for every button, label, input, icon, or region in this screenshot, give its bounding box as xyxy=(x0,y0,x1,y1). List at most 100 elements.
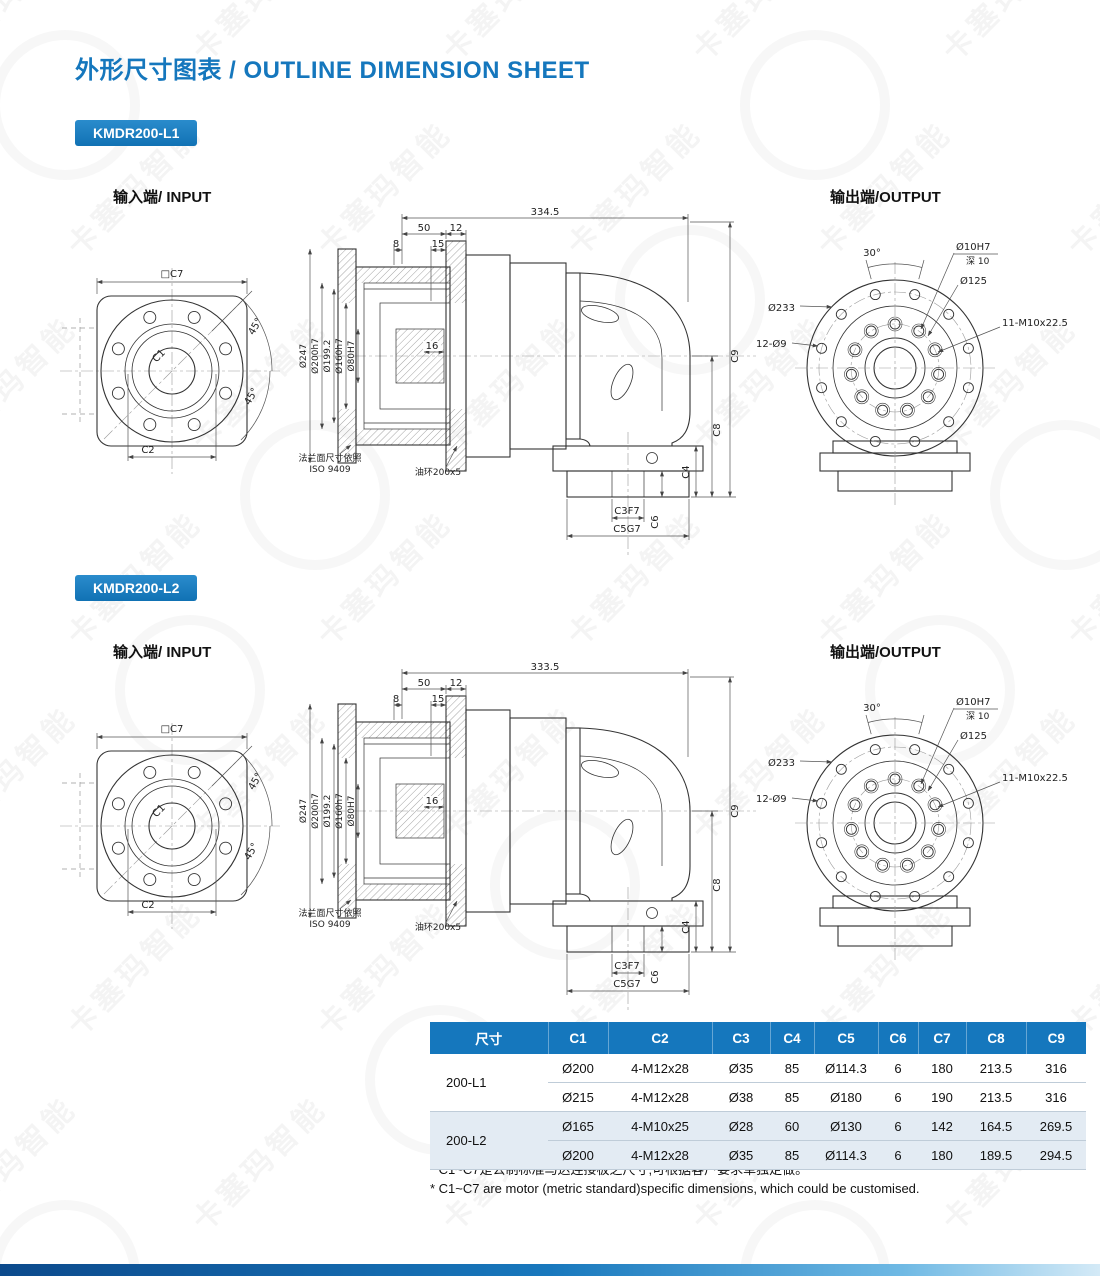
input-view-drawing: □C7 45° 45° C1 C2 xyxy=(60,268,280,474)
dim-label-dia247: Ø247 xyxy=(298,344,309,368)
input-side-label: 输入端/ INPUT xyxy=(113,189,212,206)
output-outer-holes xyxy=(816,744,974,902)
model-section: KMDR200-L2 输入端/ INPUT 输出端/OUTPUT xyxy=(0,575,1100,1045)
table-cell: 180 xyxy=(918,1140,966,1170)
dim-label-15: 15 xyxy=(432,239,445,250)
dim-label-dia200: Ø200h7 xyxy=(310,338,321,374)
dim-label-dia233: Ø233 xyxy=(768,302,795,314)
output-tapped-holes-threads xyxy=(844,316,946,418)
dim-label-c9: C9 xyxy=(730,349,741,362)
technical-drawing: □C7 45° 45° C1 C2 xyxy=(60,207,1068,558)
dim-label-c2: C2 xyxy=(141,445,154,456)
table-cell: Ø38 xyxy=(712,1082,770,1112)
table-cell: 6 xyxy=(878,1054,918,1083)
table-cell: 4-M12x28 xyxy=(608,1054,712,1083)
table-row: 200-L2 Ø165 4-M10x25 Ø28 60 Ø130 6 142 1… xyxy=(430,1111,1086,1170)
dim-label-total-length: 334.5 xyxy=(531,207,560,218)
dim-label-dia247: Ø247 xyxy=(298,799,309,823)
table-header-cell: C5 xyxy=(814,1022,879,1054)
watermark-text: 卡塞玛智能 xyxy=(186,1090,334,1239)
section-view-drawing: 334.5 50 12 8 15 Ø247 Ø200h7 Ø199.2 Ø160… xyxy=(298,207,756,558)
dim-label-50: 50 xyxy=(418,223,431,234)
section-hatching xyxy=(338,696,466,926)
dim-label-dowel-depth: 深 10 xyxy=(966,711,990,722)
dim-label-c2: C2 xyxy=(141,900,154,911)
flange-note-line2: ISO 9409 xyxy=(309,920,350,930)
table-cell: Ø35 xyxy=(712,1054,770,1083)
table-header-cell: 尺寸 xyxy=(430,1022,549,1054)
table-header-cell: C7 xyxy=(918,1022,967,1054)
dim-label-c5: C5G7 xyxy=(613,979,640,990)
dim-label-dowel-depth: 深 10 xyxy=(966,256,990,267)
input-bolt-holes xyxy=(111,765,233,887)
watermark-text: 卡塞玛智能 xyxy=(0,0,85,69)
output-dimensions: 30° Ø233 12-Ø9 Ø125 11-M10x22.5 Ø10H7 深 … xyxy=(756,696,1068,808)
table-header-cell: C2 xyxy=(608,1022,713,1054)
dim-label-dowel-hole: Ø10H7 xyxy=(956,696,990,708)
table-cell: Ø200 xyxy=(548,1140,608,1170)
dim-label-45-side: 45° xyxy=(243,386,261,407)
table-header-cell: C3 xyxy=(712,1022,771,1054)
table-cell: 213.5 xyxy=(966,1082,1026,1112)
output-view-drawing: 30° Ø233 12-Ø9 Ø125 11-M10x22.5 Ø10H7 深 … xyxy=(756,696,1068,961)
dim-label-c8: C8 xyxy=(712,423,723,436)
table-cell: 316 xyxy=(1026,1054,1086,1083)
output-tapped-holes xyxy=(845,318,945,416)
input-side-label: 输入端/ INPUT xyxy=(113,644,212,661)
technical-drawing: □C7 45° 45° C1 C2 xyxy=(60,662,1068,1013)
dim-label-c6: C6 xyxy=(650,515,661,528)
section-dimensions: 334.5 50 12 8 15 Ø247 Ø200h7 Ø199.2 Ø160… xyxy=(298,207,741,540)
dimension-table: 尺寸 C1 C2 C3 C4 C5 C6 C7 C8 C9 200-L1 Ø20… xyxy=(430,1022,1086,1170)
dim-label-45-side: 45° xyxy=(243,841,261,862)
dim-label-dia199: Ø199.2 xyxy=(322,340,333,373)
watermark-text: 卡塞玛智能 xyxy=(680,0,835,69)
dim-label-11holes: 11-M10x22.5 xyxy=(1002,773,1068,784)
table-cell: Ø180 xyxy=(814,1082,878,1112)
dim-label-16: 16 xyxy=(426,341,439,352)
table-header-cell: C9 xyxy=(1026,1022,1086,1054)
table-cell: 6 xyxy=(878,1111,918,1141)
table-cell: 85 xyxy=(770,1054,814,1083)
dim-label-12holes: 12-Ø9 xyxy=(756,338,787,350)
dim-label-c7: □C7 xyxy=(161,724,184,735)
dim-label-8: 8 xyxy=(393,239,399,250)
input-dimensions: □C7 45° 45° C1 C2 xyxy=(96,269,273,461)
section-view-drawing: 333.5 50 12 8 15 Ø247 Ø200h7 Ø199.2 Ø160… xyxy=(298,662,756,1013)
table-cell: 180 xyxy=(918,1054,966,1083)
dim-label-50: 50 xyxy=(418,678,431,689)
table-header-cell: C4 xyxy=(770,1022,815,1054)
page-title: 外形尺寸图表 / OUTLINE DIMENSION SHEET xyxy=(75,57,590,84)
table-cell: 6 xyxy=(878,1140,918,1170)
dim-label-dia233: Ø233 xyxy=(768,757,795,769)
dim-label-dia80: Ø80H7 xyxy=(346,340,357,371)
dim-label-12holes: 12-Ø9 xyxy=(756,793,787,805)
dim-label-c4: C4 xyxy=(681,465,692,478)
footer-accent-bar xyxy=(0,1264,1100,1276)
output-view-drawing: 30° Ø233 12-Ø9 Ø125 11-M10x22.5 Ø10H7 深 … xyxy=(756,241,1068,506)
dim-label-c8: C8 xyxy=(712,878,723,891)
model-badge: KMDR200-L2 xyxy=(75,575,198,601)
table-cell: 213.5 xyxy=(966,1054,1026,1083)
table-cell: Ø28 xyxy=(712,1111,770,1141)
section-hatching xyxy=(338,241,466,471)
dim-label-dia125: Ø125 xyxy=(960,730,987,742)
oil-ring-note: 油环200x5 xyxy=(415,921,461,933)
dim-label-dia80: Ø80H7 xyxy=(346,795,357,826)
table-cell: 269.5 xyxy=(1026,1111,1086,1141)
dim-label-30deg: 30° xyxy=(863,248,881,259)
input-dimensions: □C7 45° 45° C1 C2 xyxy=(96,724,273,916)
table-header-row: 尺寸 C1 C2 C3 C4 C5 C6 C7 C8 C9 xyxy=(430,1022,1086,1054)
table-header-cell: C6 xyxy=(878,1022,919,1054)
table-group-cell: 200-L2 xyxy=(430,1111,548,1170)
table-cell: 142 xyxy=(918,1111,966,1141)
table-cell: 4-M10x25 xyxy=(608,1111,712,1141)
table-cell: 164.5 xyxy=(966,1111,1026,1141)
dim-label-dia199: Ø199.2 xyxy=(322,795,333,828)
model-badge: KMDR200-L1 xyxy=(75,120,198,146)
table-header-cell: C1 xyxy=(548,1022,609,1054)
table-cell: 294.5 xyxy=(1026,1140,1086,1170)
table-cell: 6 xyxy=(878,1082,918,1112)
table-cell: 85 xyxy=(770,1082,814,1112)
watermark-text: 卡塞玛智能 xyxy=(0,1090,84,1239)
table-cell: 190 xyxy=(918,1082,966,1112)
